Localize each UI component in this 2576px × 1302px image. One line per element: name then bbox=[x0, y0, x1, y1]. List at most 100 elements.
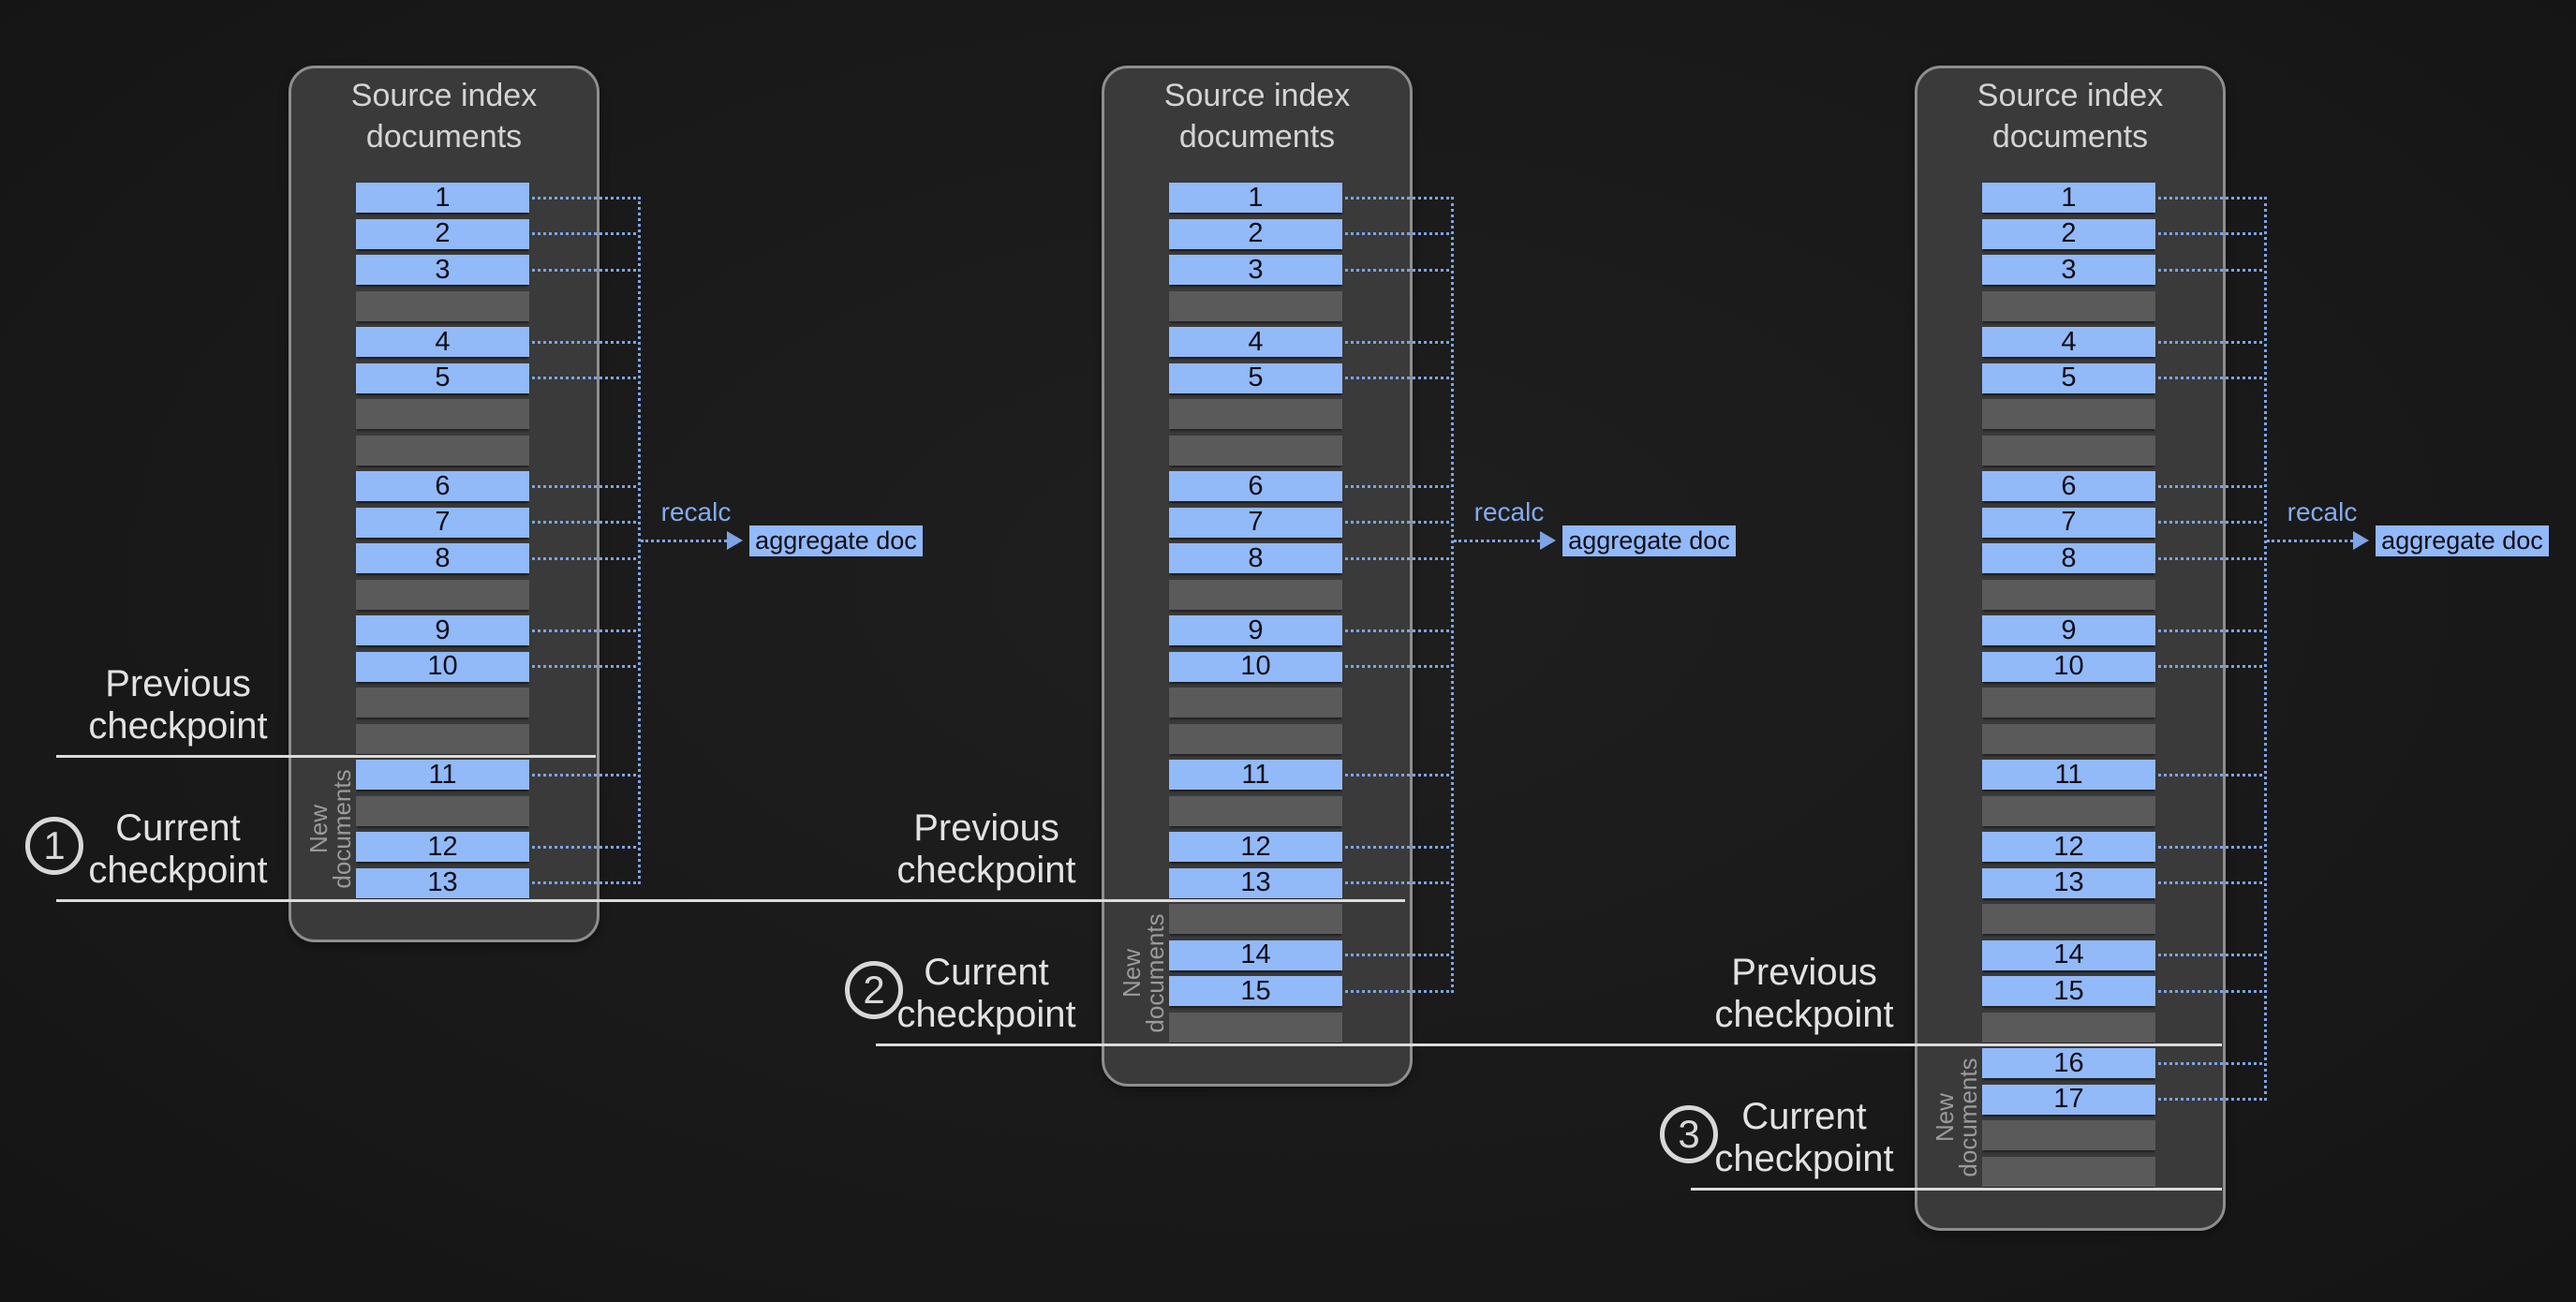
document-bar: 6 bbox=[1169, 471, 1342, 501]
recalc-arrow-head-icon bbox=[727, 531, 743, 550]
panel-title-line: Source index bbox=[1163, 78, 1351, 113]
recalc-arrow-line bbox=[2267, 539, 2353, 542]
doc-connector-dotted-line bbox=[2158, 196, 2262, 200]
document-bar: 9 bbox=[1982, 615, 2155, 645]
doc-connector-dotted-line bbox=[2158, 629, 2262, 632]
empty-slot-bar bbox=[1169, 688, 1342, 718]
document-bar: 14 bbox=[1169, 940, 1342, 970]
doc-connector-dotted-line bbox=[1345, 665, 1449, 668]
doc-connector-dotted-line bbox=[532, 556, 636, 560]
empty-slot-bar bbox=[356, 290, 529, 321]
doc-connector-dotted-line bbox=[532, 484, 636, 488]
recalc-arrow-line bbox=[1454, 539, 1540, 542]
recalc-label: recalc bbox=[660, 497, 732, 526]
doc-connector-dotted-line bbox=[1345, 954, 1449, 956]
aggregate-doc-box: aggregate doc bbox=[749, 525, 923, 556]
empty-slot-bar bbox=[1169, 399, 1342, 429]
doc-connector-dotted-line bbox=[1345, 340, 1449, 344]
doc-connector-dotted-line bbox=[532, 377, 636, 379]
document-bar: 12 bbox=[356, 832, 529, 862]
empty-slot-bar bbox=[356, 688, 529, 718]
document-bar: 12 bbox=[1982, 832, 2155, 862]
empty-slot-bar bbox=[1982, 904, 2155, 934]
doc-connector-dotted-line bbox=[1345, 196, 1449, 200]
document-bar: 8 bbox=[356, 543, 529, 573]
doc-connector-dotted-line bbox=[1345, 232, 1449, 235]
doc-connector-dotted-line bbox=[2158, 954, 2262, 956]
document-bar: 2 bbox=[1982, 218, 2155, 249]
doc-connector-dotted-line bbox=[532, 773, 636, 777]
empty-slot-bar bbox=[1982, 1156, 2155, 1187]
document-bar: 13 bbox=[1169, 867, 1342, 898]
doc-connector-dotted-line bbox=[2158, 773, 2262, 777]
previous-checkpoint-label-line: Previous bbox=[105, 662, 251, 704]
doc-connector-dotted-line bbox=[532, 521, 636, 524]
document-bar: 17 bbox=[1982, 1084, 2155, 1115]
current-checkpoint-line bbox=[1691, 1188, 2222, 1191]
doc-connector-dotted-line bbox=[532, 629, 636, 632]
document-bar: 3 bbox=[1169, 255, 1342, 285]
current-checkpoint-label-line: checkpoint bbox=[1714, 1137, 1894, 1179]
empty-slot-bar bbox=[1982, 399, 2155, 429]
doc-connector-dotted-line bbox=[532, 845, 636, 849]
doc-connector-dotted-line bbox=[2158, 340, 2262, 344]
doc-connector-dotted-line bbox=[2158, 881, 2262, 884]
doc-bracket-dotted-line bbox=[637, 196, 641, 884]
current-checkpoint-label-line: checkpoint bbox=[88, 849, 268, 891]
doc-connector-dotted-line bbox=[2158, 1061, 2262, 1065]
step-number-circle: 2 bbox=[845, 960, 903, 1019]
doc-connector-dotted-line bbox=[1345, 629, 1449, 632]
doc-connector-dotted-line bbox=[2158, 377, 2262, 379]
recalc-arrow-line bbox=[641, 539, 727, 542]
document-bar: 9 bbox=[1169, 615, 1342, 645]
doc-connector-dotted-line bbox=[1345, 521, 1449, 524]
previous-checkpoint-line bbox=[56, 755, 596, 758]
document-bar: 12 bbox=[1169, 832, 1342, 862]
document-bar: 3 bbox=[1982, 255, 2155, 285]
empty-slot-bar bbox=[1169, 795, 1342, 826]
previous-checkpoint-label-line: Previous bbox=[1731, 951, 1877, 993]
document-bar: 7 bbox=[1982, 507, 2155, 538]
doc-connector-dotted-line bbox=[532, 196, 636, 200]
document-bar: 9 bbox=[356, 615, 529, 645]
empty-slot-bar bbox=[1982, 723, 2155, 754]
document-bar: 6 bbox=[356, 471, 529, 501]
doc-bracket-dotted-line bbox=[1450, 196, 1454, 993]
doc-connector-dotted-line bbox=[1345, 484, 1449, 488]
empty-slot-bar bbox=[1982, 688, 2155, 718]
document-bar: 15 bbox=[1982, 976, 2155, 1006]
doc-connector-dotted-line bbox=[1345, 845, 1449, 849]
current-checkpoint-label-line: Current bbox=[115, 806, 241, 849]
document-bar: 2 bbox=[1169, 218, 1342, 249]
doc-connector-dotted-line bbox=[532, 340, 636, 344]
aggregate-doc-box: aggregate doc bbox=[1562, 525, 1736, 556]
document-bar: 10 bbox=[356, 651, 529, 682]
document-bar: 2 bbox=[356, 218, 529, 249]
current-checkpoint-line bbox=[876, 1043, 2222, 1046]
doc-connector-dotted-line bbox=[1345, 989, 1449, 993]
previous-checkpoint-label-line: Previous bbox=[913, 806, 1059, 849]
document-bar: 11 bbox=[1982, 760, 2155, 790]
document-bar: 8 bbox=[1169, 543, 1342, 573]
recalc-label: recalc bbox=[1473, 497, 1545, 526]
step-number-circle: 1 bbox=[25, 816, 83, 875]
current-checkpoint-label-line: checkpoint bbox=[896, 993, 1076, 1035]
doc-connector-dotted-line bbox=[1345, 268, 1449, 272]
empty-slot-bar bbox=[356, 399, 529, 429]
doc-connector-dotted-line bbox=[2158, 1098, 2262, 1101]
document-bar: 1 bbox=[1982, 183, 2155, 213]
empty-slot-bar bbox=[1982, 1012, 2155, 1043]
doc-bracket-dotted-line bbox=[2263, 196, 2267, 1101]
empty-slot-bar bbox=[1169, 904, 1342, 934]
document-bar: 7 bbox=[356, 507, 529, 538]
document-bar: 6 bbox=[1982, 471, 2155, 501]
document-bar: 1 bbox=[356, 183, 529, 213]
empty-slot-bar bbox=[1169, 723, 1342, 754]
document-bar: 10 bbox=[1982, 651, 2155, 682]
doc-connector-dotted-line bbox=[1345, 881, 1449, 884]
